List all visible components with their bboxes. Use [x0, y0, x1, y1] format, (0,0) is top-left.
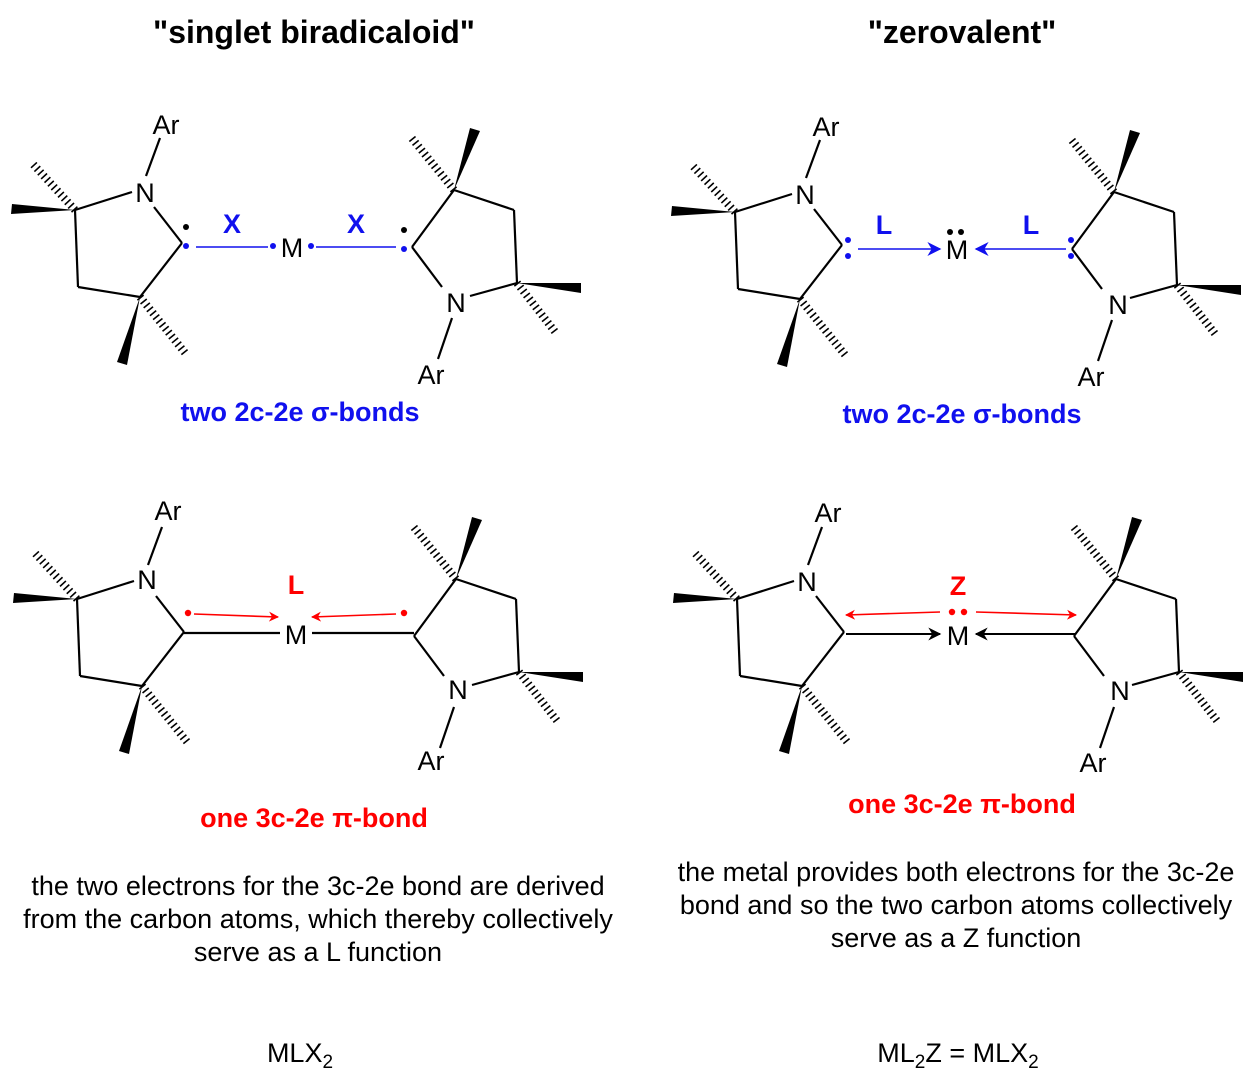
- nitrogen-label: N: [135, 178, 155, 208]
- bond-l-label: L: [288, 570, 305, 600]
- right-title: "zerovalent": [867, 14, 1057, 50]
- aryl-label: Ar: [418, 746, 445, 776]
- nitrogen-label: N: [795, 180, 815, 210]
- right-formula: ML2Z = MLX2: [658, 1038, 1243, 1072]
- aryl-label: Ar: [1078, 362, 1105, 392]
- right-bottom-caption: one 3c-2e π-bond: [848, 789, 1076, 819]
- nitrogen-label: N: [446, 288, 466, 318]
- electron-dot: [400, 609, 408, 617]
- formula-subscript: 2: [322, 1052, 334, 1073]
- aryl-label: Ar: [153, 110, 180, 140]
- nitrogen-label: N: [1108, 290, 1128, 320]
- left-title: "singlet biradicaloid": [153, 14, 475, 50]
- left-formula: MLX2: [0, 1038, 600, 1072]
- bond-z-label: Z: [950, 571, 967, 601]
- pyrrolidine-ring-right: [406, 128, 581, 360]
- electron-dot: [183, 243, 189, 249]
- metal-label: M: [946, 235, 969, 265]
- metal-label: M: [285, 620, 308, 650]
- nitrogen-label: N: [1110, 676, 1130, 706]
- electron-dot: [845, 253, 851, 259]
- right-description: the metal provides both electrons for th…: [677, 857, 1235, 953]
- formula-subscript: 2: [914, 1052, 926, 1073]
- electron-dot: [1068, 253, 1074, 259]
- pyrrolidine-ring-left: [11, 137, 190, 365]
- left-top-caption: two 2c-2e σ-bonds: [180, 397, 420, 427]
- pi-donation-arrow-left: [193, 611, 279, 622]
- electron-dot: [308, 243, 314, 249]
- formula-subscript: 2: [1028, 1052, 1039, 1073]
- bond-x-label: X: [223, 209, 241, 239]
- aryl-label: Ar: [813, 112, 840, 142]
- electron-dot: [947, 229, 953, 235]
- electron-dot: [184, 609, 192, 617]
- electron-dot: [270, 243, 276, 249]
- electron-dot: [183, 224, 189, 230]
- aryl-label: Ar: [155, 496, 182, 526]
- back-donation-arrow-left: [845, 609, 941, 620]
- electron-dot: [948, 608, 956, 616]
- formula-text: ML: [877, 1038, 915, 1068]
- bond-l-label: L: [876, 210, 893, 240]
- left-description: the two electrons for the 3c-2e bond are…: [23, 871, 613, 967]
- aryl-label: Ar: [815, 498, 842, 528]
- aryl-label: Ar: [1080, 748, 1107, 778]
- formula-text: Z = MLX: [925, 1038, 1029, 1068]
- formula-text: MLX: [266, 1038, 323, 1068]
- electron-dot: [1068, 237, 1074, 243]
- bond-l-label: L: [1023, 210, 1040, 240]
- metal-label: M: [947, 621, 970, 651]
- back-donation-arrow-right: [975, 609, 1077, 620]
- bond-x-label: X: [347, 209, 365, 239]
- aryl-label: Ar: [418, 360, 445, 390]
- electron-dot: [401, 227, 407, 233]
- electron-dot: [958, 229, 964, 235]
- pi-donation-arrow-right: [311, 611, 397, 622]
- left-bottom-caption: one 3c-2e π-bond: [200, 803, 428, 833]
- nitrogen-label: N: [137, 565, 157, 595]
- metal-label: M: [281, 233, 304, 263]
- electron-dot: [401, 246, 407, 252]
- nitrogen-label: N: [448, 675, 468, 705]
- electron-dot: [960, 608, 968, 616]
- nitrogen-label: N: [797, 567, 817, 597]
- right-top-caption: two 2c-2e σ-bonds: [842, 399, 1082, 429]
- electron-dot: [845, 237, 851, 243]
